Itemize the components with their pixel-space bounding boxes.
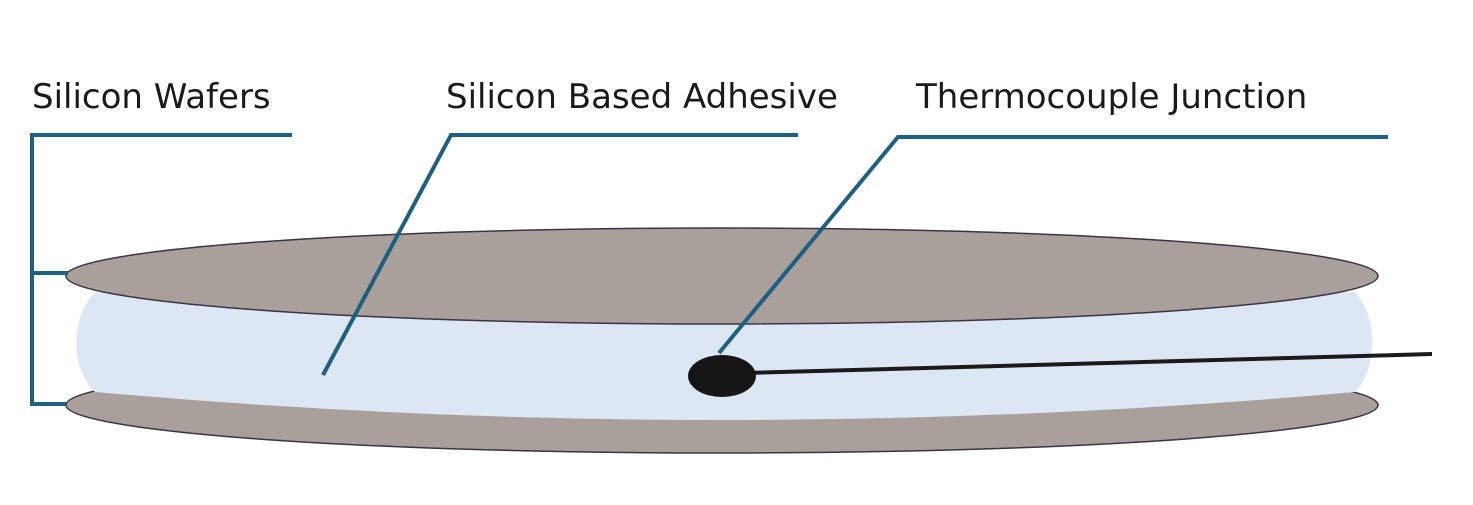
thermocouple-wire [744, 352, 1433, 375]
adhesive-leader-line [321, 133, 798, 376]
label-silicon-wafers: Silicon Wafers [32, 77, 271, 117]
thermocouple-junction-bead [688, 355, 756, 397]
top-silicon-wafer [65, 227, 1379, 325]
label-thermocouple-junction: Thermocouple Junction [915, 77, 1307, 117]
label-silicon-based-adhesive: Silicon Based Adhesive [446, 77, 838, 117]
junction-leader-line [717, 135, 1388, 355]
wafers-leader-line [30, 133, 292, 406]
